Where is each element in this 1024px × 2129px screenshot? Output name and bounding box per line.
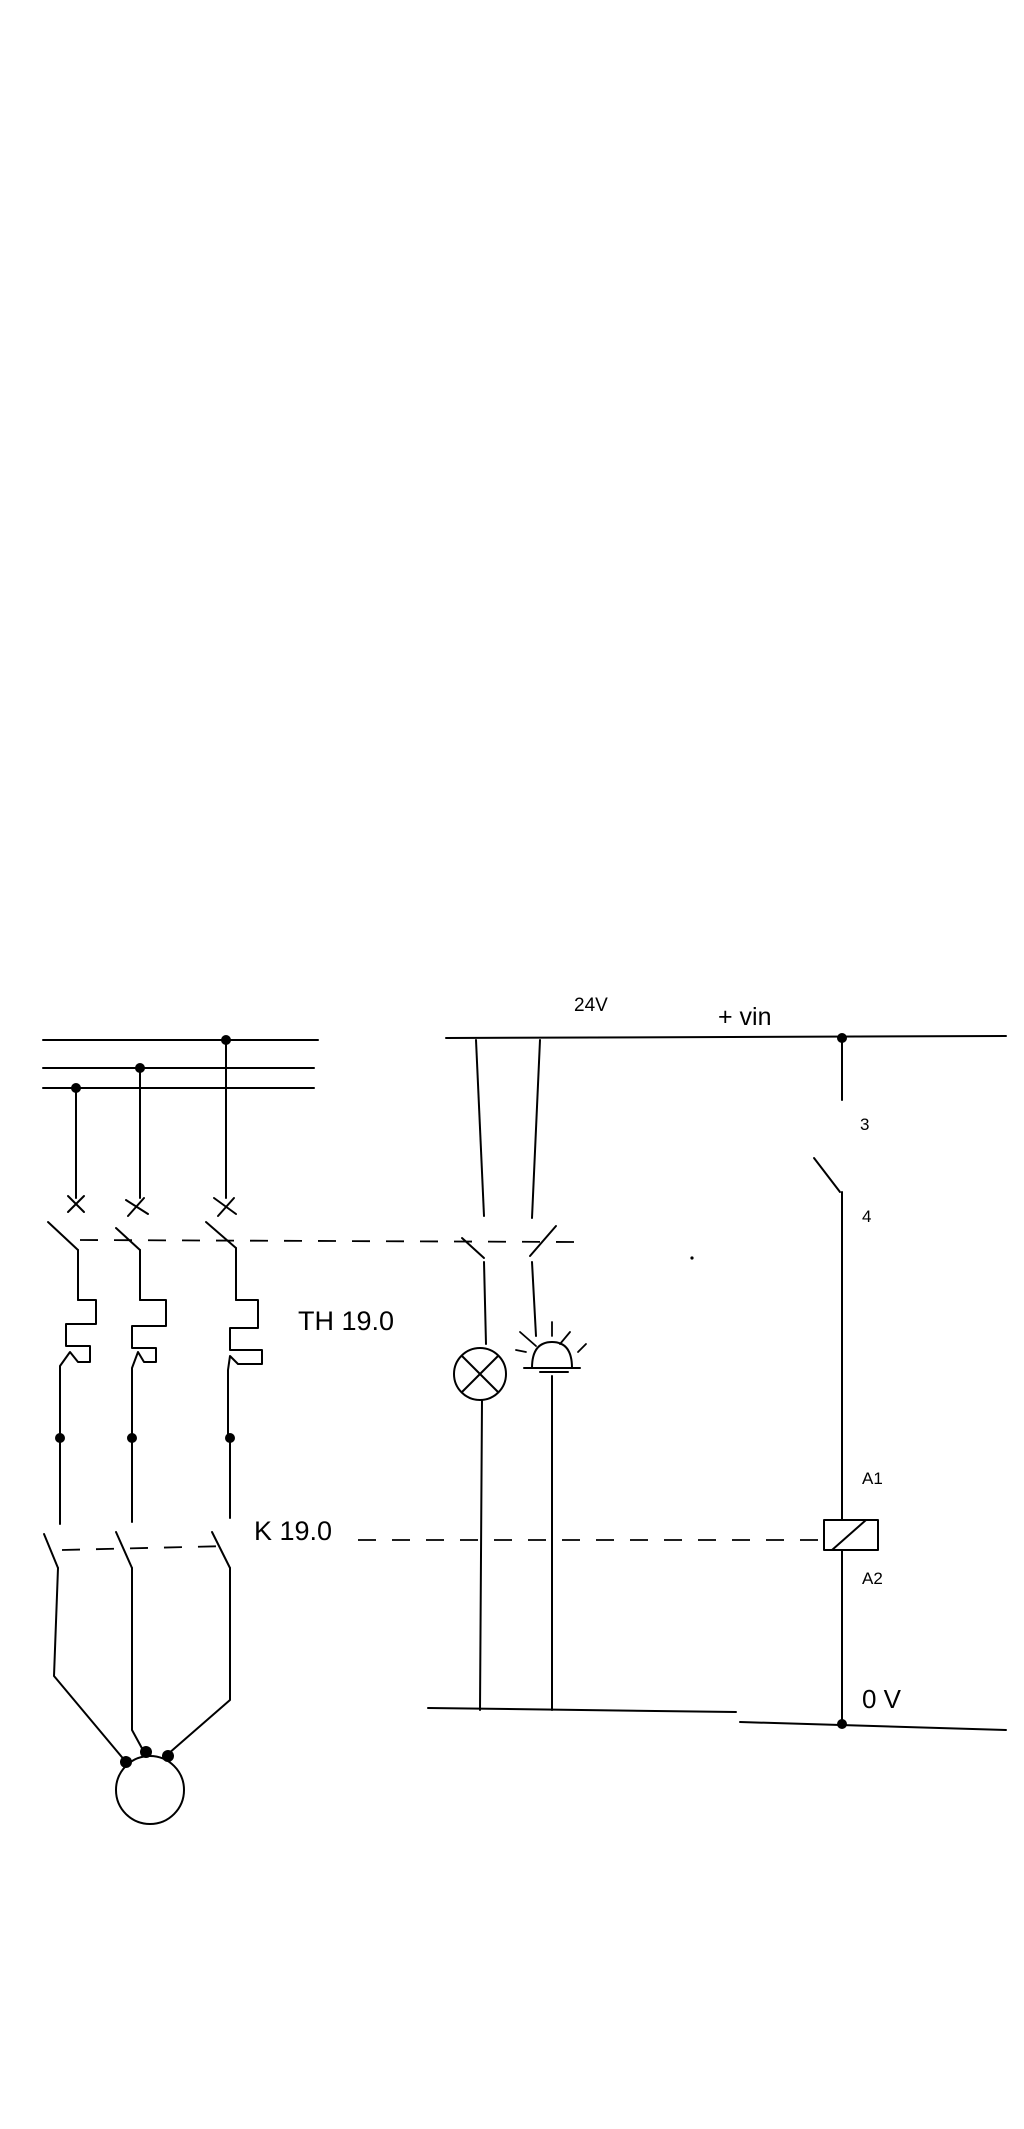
positive-rail (445, 1035, 1007, 1039)
zero-rail-label: 0 V (862, 1684, 902, 1714)
alarm-branch (515, 1039, 587, 1711)
contactor-coil-icon (823, 1519, 879, 1551)
alarm-light-icon (515, 1321, 587, 1373)
thermal-overload-elements (59, 1299, 263, 1439)
motor-feeds (53, 1567, 231, 1763)
motor-terminal (140, 1746, 152, 1758)
motor-terminal (120, 1756, 132, 1768)
positive-rail-label: + vin (718, 1003, 772, 1031)
supply-voltage-label: 24V (574, 995, 608, 1016)
signal-lamp-branch (453, 1039, 507, 1711)
junction-dot (837, 1719, 847, 1729)
coil-branch: 3 4 A1 A2 (813, 1033, 883, 1729)
phase-taps (71, 1035, 231, 1199)
signal-lamp-icon (453, 1347, 507, 1401)
zero-rail (427, 1707, 1007, 1731)
power-circuit: TH 19.0 K 19.0 (42, 1035, 394, 1825)
circuit-breaker-contacts (47, 1195, 237, 1301)
thermal-linkage (79, 1239, 576, 1243)
motor (115, 1746, 185, 1825)
mechanical-linkages (61, 1239, 822, 1551)
coil-terminal-a1-label: A1 (862, 1469, 883, 1488)
contactor-label: K 19.0 (254, 1516, 332, 1546)
contact-terminal-top-label: 3 (860, 1115, 869, 1134)
coil-terminal-a2-label: A2 (862, 1569, 883, 1588)
motor-terminal (162, 1750, 174, 1762)
control-contact (813, 1157, 841, 1193)
three-phase-supply-lines (42, 1039, 319, 1089)
contactor-linkage (61, 1545, 231, 1551)
thermal-overload-label: TH 19.0 (298, 1306, 394, 1336)
contact-terminal-bottom-label: 4 (862, 1207, 871, 1226)
stray-mark (690, 1256, 694, 1260)
control-circuit: 24V + vin 0 V (427, 995, 1007, 1731)
contactor-main-contacts (43, 1531, 231, 1569)
mid-junctions (55, 1433, 235, 1525)
